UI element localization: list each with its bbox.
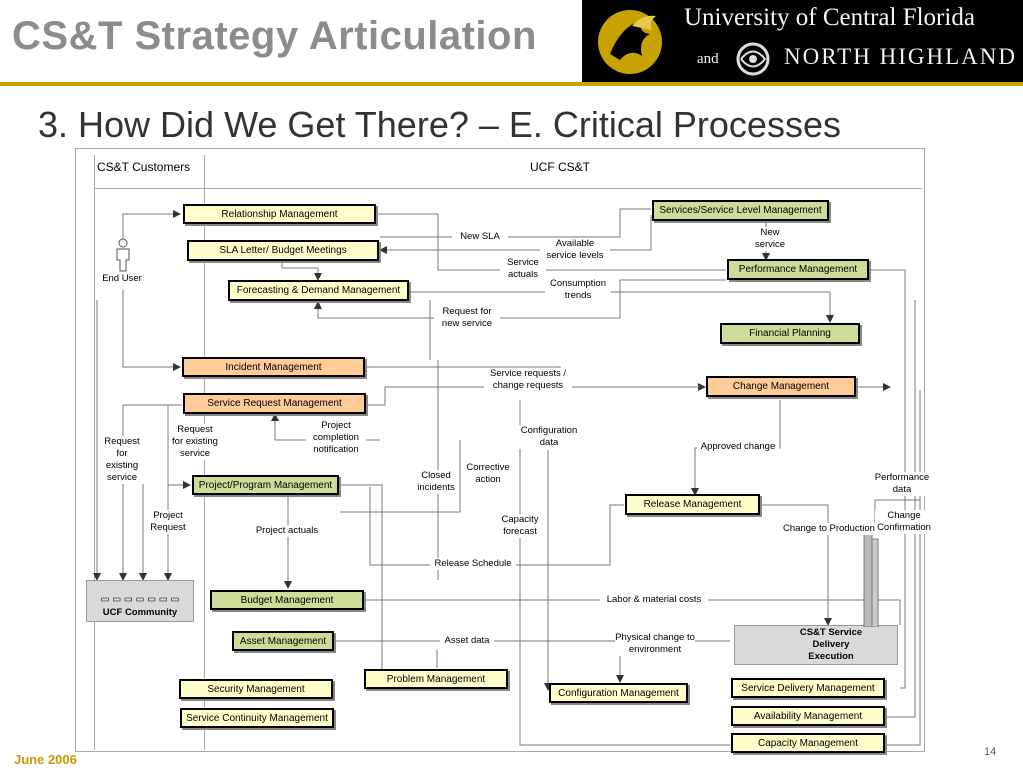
flow-label-request-existing-left: Request for existing service xyxy=(100,436,144,484)
financial-planning-box: Financial Planning xyxy=(720,323,860,344)
lane-label-customers: CS&T Customers xyxy=(97,160,191,174)
release-management-box: Release Management xyxy=(625,494,760,515)
ucf-community-label: UCF Community xyxy=(102,607,178,618)
service-delivery-building xyxy=(734,625,898,665)
flow-label-new-service: New service xyxy=(748,227,792,251)
logo-university-text: University of Central Florida xyxy=(684,4,975,31)
change-management-box: Change Management xyxy=(706,376,856,397)
flow-label-request-new-service: Request for new service xyxy=(434,306,500,330)
flow-label-project-request: Project Request xyxy=(145,510,191,534)
smokestack-icon xyxy=(863,527,879,627)
capacity-management-box: Capacity Management xyxy=(731,733,885,753)
end-user-label: End User xyxy=(102,273,142,284)
flow-label-performance-data: Performance data xyxy=(870,472,934,496)
footer-date: June 2006 xyxy=(14,752,77,767)
flow-label-new-sla: New SLA xyxy=(452,231,508,243)
availability-management-box: Availability Management xyxy=(731,706,885,726)
flow-label-physical-change: Physical change to environment xyxy=(615,632,695,656)
configuration-management-box: Configuration Management xyxy=(549,683,688,703)
asset-management-box: Asset Management xyxy=(232,631,334,651)
logo-north-highland-text: NORTH HIGHLAND xyxy=(784,44,1017,69)
security-management-box: Security Management xyxy=(179,679,333,699)
pegasus-logo-icon xyxy=(598,10,662,74)
ucf-community-windows: ▭ ▭ ▭ ▭ ▭ ▭ ▭ xyxy=(100,594,180,605)
services-level-management-box: Services/Service Level Management xyxy=(652,200,829,221)
flow-label-change-to-production: Change to Production xyxy=(780,523,878,535)
service-delivery-label: CS&T Service Delivery Execution xyxy=(799,627,863,662)
flow-label-labor-costs: Labor & material costs xyxy=(600,594,708,606)
flow-label-request-existing-mid: Request for existing service xyxy=(172,424,218,460)
flow-label-change-confirmation: Change Confirmation xyxy=(875,510,933,534)
flow-label-available-levels: Available service levels xyxy=(540,238,610,262)
relationship-management-box: Relationship Management xyxy=(183,204,376,224)
budget-management-box: Budget Management xyxy=(210,590,364,610)
flow-label-asset-data: Asset data xyxy=(440,635,494,647)
lane-left-border xyxy=(94,155,95,750)
forecasting-demand-box: Forecasting & Demand Management xyxy=(228,280,409,301)
incident-management-box: Incident Management xyxy=(182,357,365,377)
problem-management-box: Problem Management xyxy=(364,669,508,689)
flow-label-service-actuals: Service actuals xyxy=(500,257,546,281)
logo-and-text: and xyxy=(697,51,719,67)
flow-label-capacity-forecast: Capacity forecast xyxy=(494,514,546,538)
ucf-community-building xyxy=(86,580,194,622)
section-heading: 3. How Did We Get There? – E. Critical P… xyxy=(38,104,841,145)
north-highland-swirl-icon xyxy=(736,42,770,76)
lane-label-cst: UCF CS&T xyxy=(530,160,590,174)
flow-label-consumption: Consumption trends xyxy=(545,278,611,302)
flow-label-corrective-action: Corrective action xyxy=(462,462,514,486)
lane-header-divider xyxy=(94,188,922,189)
flow-label-configuration-data: Configuration data xyxy=(516,425,582,449)
service-continuity-box: Service Continuity Management xyxy=(180,708,334,728)
flow-label-project-actuals: Project actuals xyxy=(250,525,324,537)
slide-title: CS&T Strategy Articulation xyxy=(12,14,537,58)
service-request-management-box: Service Request Management xyxy=(183,393,366,414)
diagram-frame xyxy=(75,148,925,752)
service-delivery-management-box: Service Delivery Management xyxy=(731,678,885,698)
flow-label-service-change-requests: Service requests / change requests xyxy=(484,368,572,392)
end-user-icon xyxy=(116,238,130,272)
sla-budget-meetings-box: SLA Letter/ Budget Meetings xyxy=(187,240,379,261)
project-program-management-box: Project/Program Management xyxy=(192,475,339,495)
page-number: 14 xyxy=(984,746,997,758)
flow-label-release-schedule: Release Schedule xyxy=(430,558,516,570)
performance-management-box: Performance Management xyxy=(727,259,869,280)
flow-label-closed-incidents: Closed incidents xyxy=(414,470,458,494)
flow-label-project-completion: Project completion notification xyxy=(306,420,366,456)
flow-label-approved-change: Approved change xyxy=(697,441,779,453)
header-divider xyxy=(0,82,1023,86)
